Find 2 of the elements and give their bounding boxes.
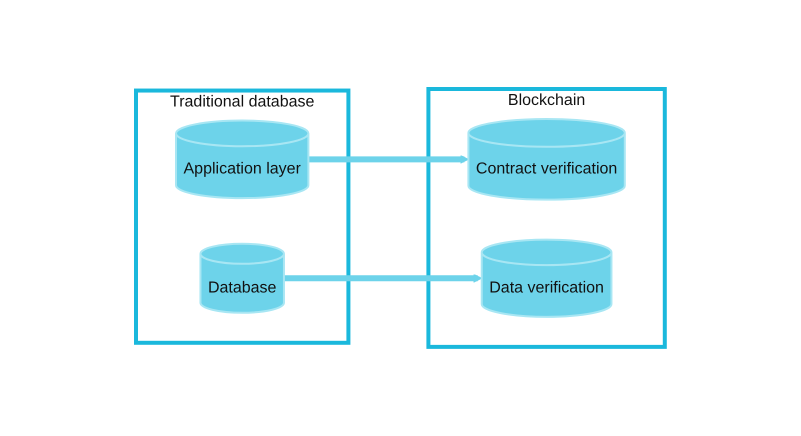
arrow: [284, 274, 482, 283]
arrow: [308, 155, 469, 164]
